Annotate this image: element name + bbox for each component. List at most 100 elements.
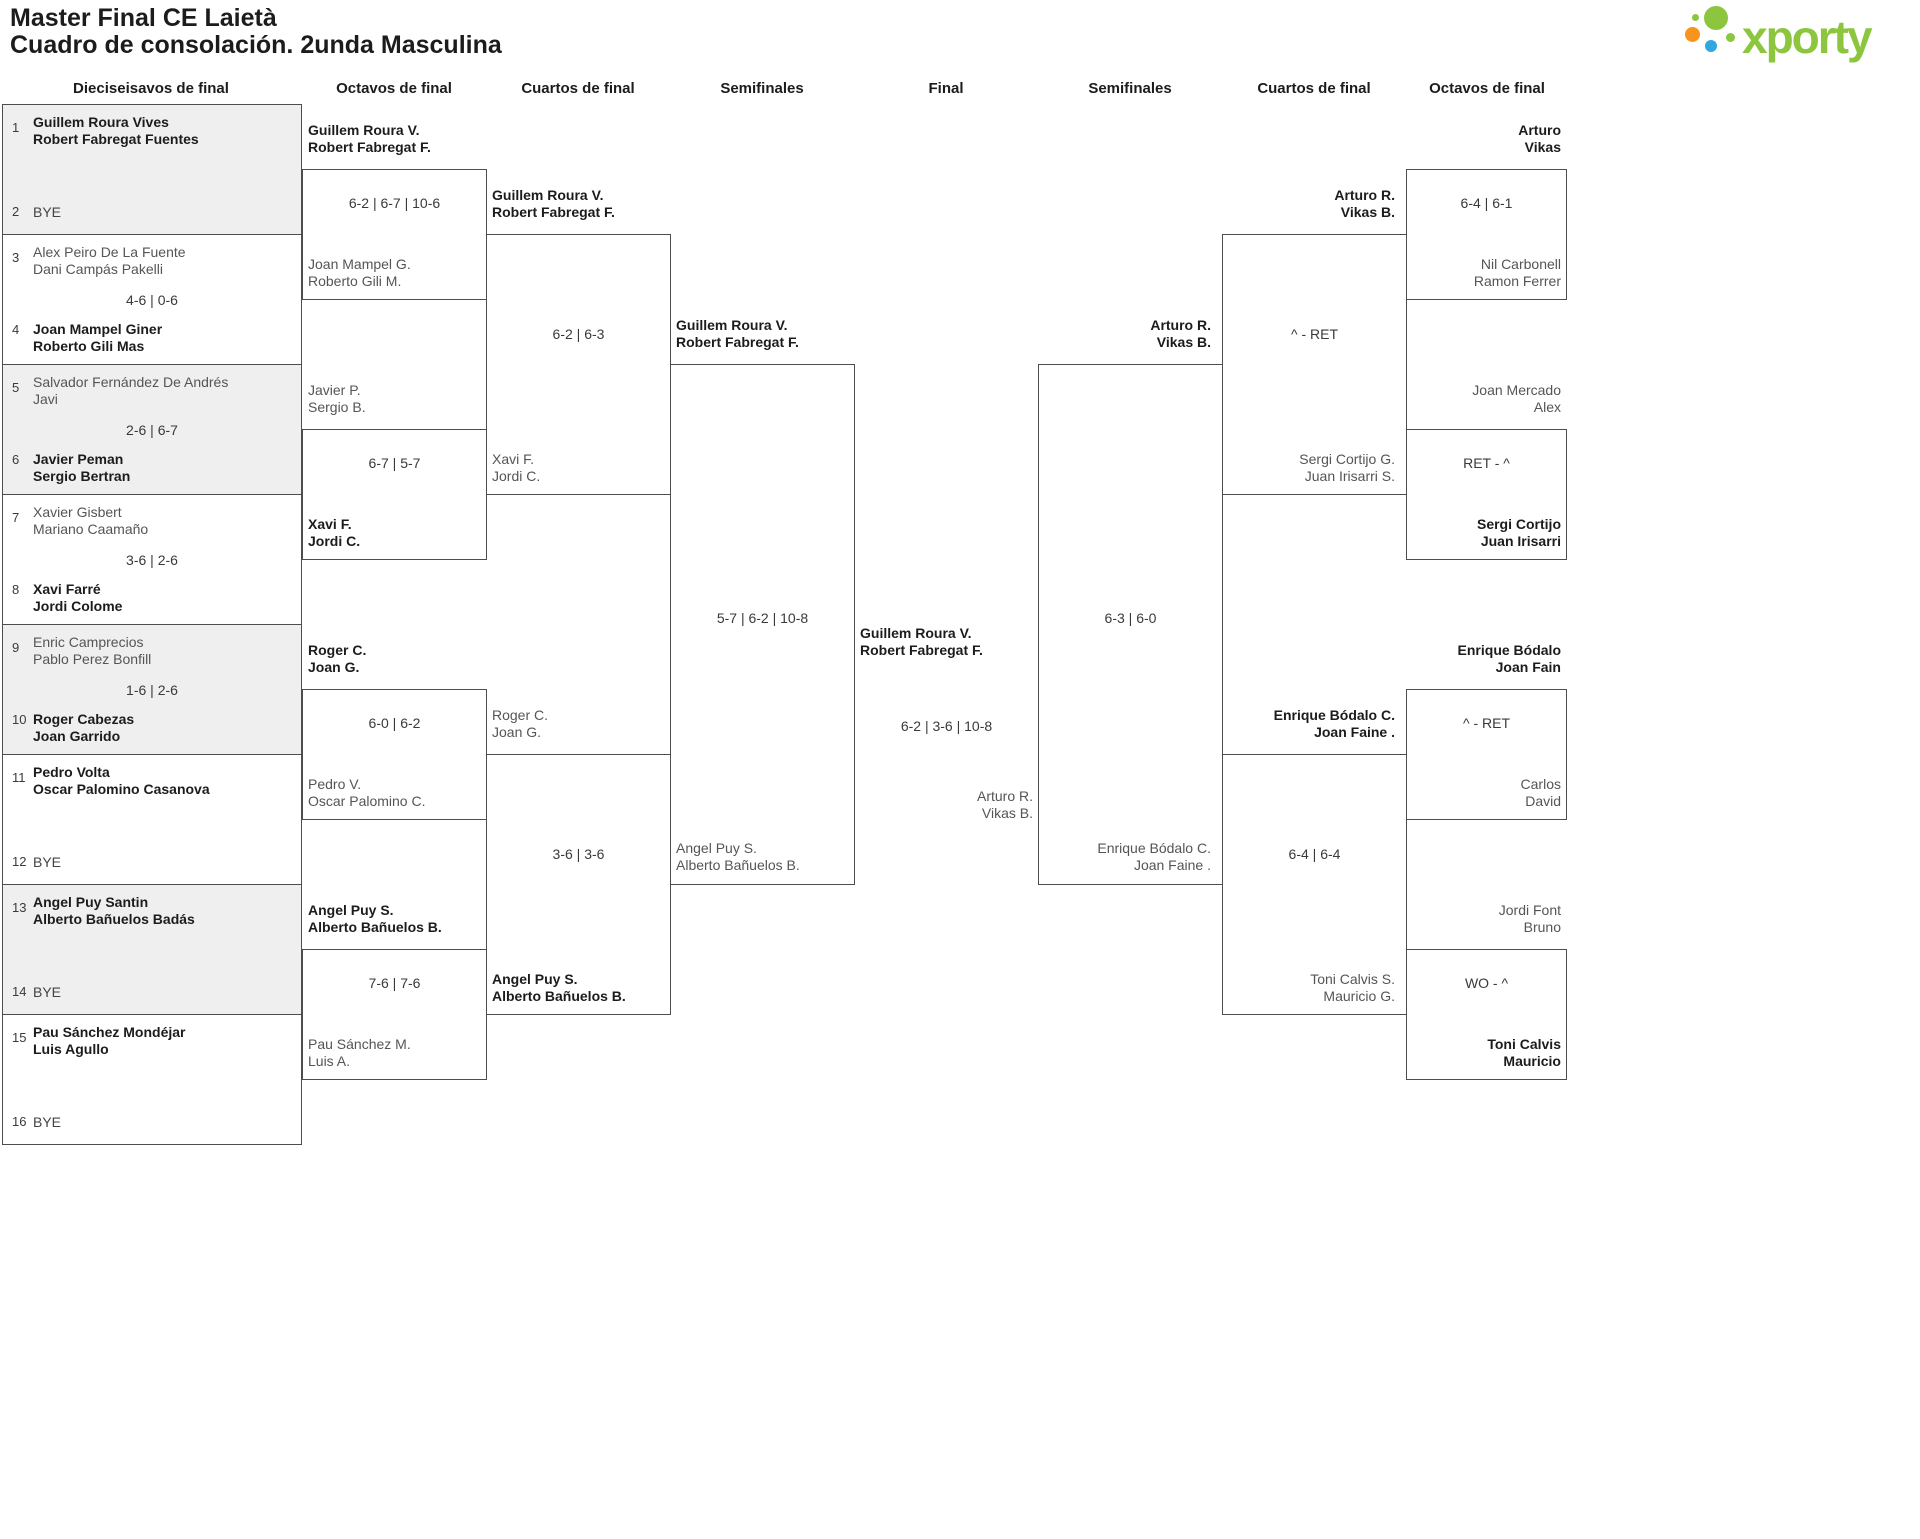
- team-name: Xavi F.Jordi C.: [308, 516, 361, 549]
- match-box: [1406, 689, 1567, 820]
- match-score: 3-6 | 3-6: [552, 846, 605, 862]
- seed-number: 7: [12, 510, 20, 525]
- match-score: 3-6 | 2-6: [126, 552, 178, 568]
- team-name: Roger C.Joan G.: [308, 642, 367, 675]
- page-title: Master Final CE Laietà: [10, 4, 277, 32]
- team-name: Angel Puy S.Alberto Bañuelos B.: [676, 840, 800, 873]
- match-box: [1406, 949, 1567, 1080]
- team-name: Guillem Roura V.Robert Fabregat F.: [676, 317, 799, 350]
- team-name: BYE: [33, 204, 62, 220]
- match-score: 6-3 | 6-0: [1104, 610, 1157, 626]
- match-score: 6-0 | 6-2: [368, 715, 421, 731]
- seed-number: 5: [12, 380, 20, 395]
- match-box: [1222, 234, 1407, 495]
- seed-number: 8: [12, 582, 20, 597]
- seed-number: 6: [12, 452, 20, 467]
- logo-wordmark: xporty: [1742, 11, 1873, 63]
- round-header-qf-left: Cuartos de final: [521, 80, 635, 97]
- round-header-final: Final: [928, 80, 964, 97]
- round-header-r16-left: Octavos de final: [336, 80, 452, 97]
- logo-dot-blue-icon: [1705, 40, 1717, 52]
- round-header-qf-right: Cuartos de final: [1257, 80, 1371, 97]
- team-name: Sergi Cortijo G.Juan Irisarri S.: [1299, 451, 1395, 484]
- team-name: Arturo R.Vikas B.: [1334, 187, 1395, 220]
- round-header-r16-right: Octavos de final: [1429, 80, 1545, 97]
- match-box: [1222, 754, 1407, 1015]
- seed-number: 14: [12, 984, 27, 999]
- team-name: Xavi F.Jordi C.: [492, 451, 541, 484]
- seed-number: 13: [12, 900, 27, 915]
- match-score: 4-6 | 0-6: [126, 292, 178, 308]
- team-name-champion: Guillem Roura V.Robert Fabregat F.: [860, 625, 983, 658]
- team-name: Angel Puy S.Alberto Bañuelos B.: [492, 971, 626, 1004]
- match-box: [670, 364, 855, 885]
- match-score: ^ - RET: [1462, 715, 1510, 731]
- team-name: Pedro V.Oscar Palomino C.: [308, 776, 426, 809]
- match-score: 6-2 | 6-7 | 10-6: [348, 195, 441, 211]
- seed-number: 4: [12, 322, 20, 337]
- team-name: BYE: [33, 1114, 62, 1130]
- match-score: WO - ^: [1464, 975, 1509, 991]
- team-name: Pau Sánchez M.Luis A.: [308, 1036, 411, 1069]
- page-subtitle: Cuadro de consolación. 2unda Masculina: [10, 31, 502, 59]
- seed-number: 11: [12, 770, 26, 785]
- team-name: Guillem Roura V.Robert Fabregat F.: [308, 122, 431, 155]
- team-name: Angel Puy S.Alberto Bañuelos B.: [308, 902, 442, 935]
- seed-number: 12: [12, 854, 27, 869]
- match-score: 6-4 | 6-4: [1288, 846, 1341, 862]
- round-header-sf-right: Semifinales: [1088, 80, 1172, 97]
- team-name: BYE: [33, 984, 62, 1000]
- team-name: Enrique Bódalo C.Joan Faine .: [1273, 707, 1395, 740]
- match-score: 6-2 | 6-3: [552, 326, 605, 342]
- seed-number: 15: [12, 1030, 27, 1045]
- logo-dot-green-small-icon: [1692, 14, 1699, 21]
- team-name-runner-up: Arturo R.Vikas B.: [976, 788, 1033, 821]
- match-score: ^ - RET: [1290, 326, 1338, 342]
- seed-number: 9: [12, 640, 20, 655]
- logo-dot-orange-icon: [1685, 27, 1700, 42]
- match-box: [1406, 169, 1567, 300]
- match-score-final: 6-2 | 3-6 | 10-8: [900, 718, 993, 734]
- match-score: 2-6 | 6-7: [126, 422, 178, 438]
- team-name: Arturo R.Vikas B.: [1150, 317, 1211, 350]
- match-box: [1406, 429, 1567, 560]
- seed-number: 10: [12, 712, 27, 727]
- seed-number: 3: [12, 250, 20, 265]
- seed-number: 1: [12, 120, 20, 135]
- team-name: Joan Mampel G.Roberto Gili M.: [308, 256, 411, 289]
- match-box: [1038, 364, 1223, 885]
- team-name: Enrique Bódalo C.Joan Faine .: [1097, 840, 1211, 873]
- round-header-r32: Dieciseisavos de final: [73, 80, 229, 97]
- team-name: Toni Calvis S.Mauricio G.: [1310, 971, 1395, 1004]
- match-score: 7-6 | 7-6: [368, 975, 421, 991]
- match-score: 5-7 | 6-2 | 10-8: [716, 610, 809, 626]
- match-score: RET - ^: [1463, 455, 1510, 471]
- team-name: BYE: [33, 854, 62, 870]
- team-name: Roger C.Joan G.: [492, 707, 549, 740]
- round-header-sf-left: Semifinales: [720, 80, 804, 97]
